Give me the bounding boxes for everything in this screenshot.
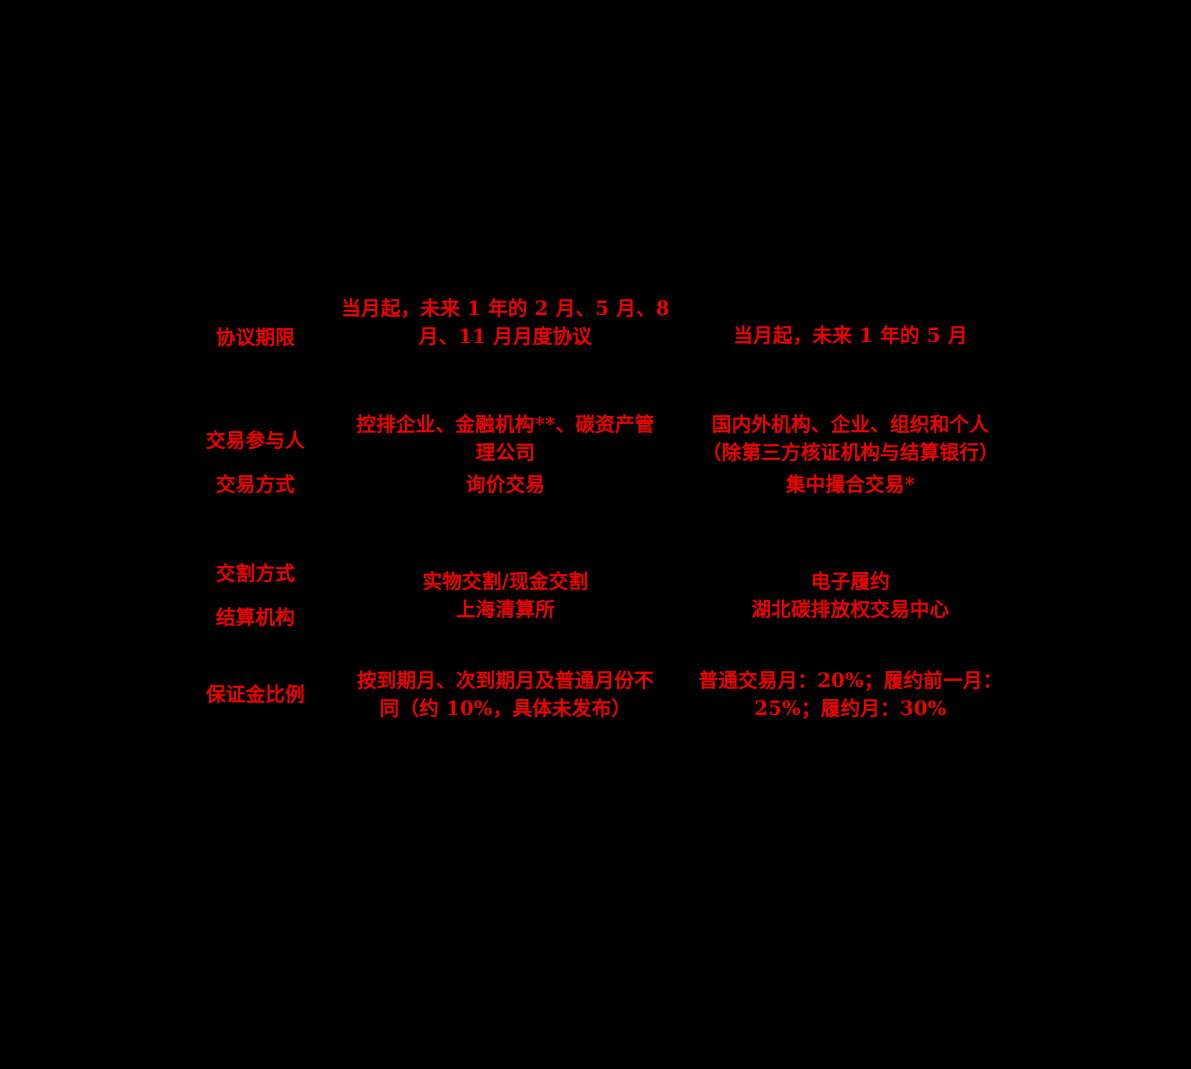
row-right-delivery: 电子履约 湖北碳排放权交易中心 [678, 536, 1023, 656]
cell-line: 当月起，未来 1 年的 5 月 [733, 324, 968, 348]
row-right-agreement-term: 当月起，未来 1 年的 5 月 [678, 277, 1023, 395]
cell-line: （除第三方核证机构与结算银行） [701, 441, 999, 465]
row-label-line: 交割方式 [215, 562, 296, 586]
cell-line: 电子履约 [810, 570, 891, 594]
cell-line: 25%；履约月：30% [754, 697, 947, 720]
cell-line: 上海清算所 [455, 598, 555, 621]
row-right-margin-ratio: 普通交易月：20%；履约前一月： 25%；履约月：30% [678, 656, 1023, 734]
table-row: 协议期限 当月起，未来 1 年的 2 月、5 月、8 月、11 月月度协议 当月… [178, 268, 1023, 386]
row-middle-margin-ratio: 按到期月、次到期月及普通月份不 同（约 10%，具体未发布） [333, 656, 678, 734]
table-row: 交割方式 结算机构 实物交割/现金交割 上海清算所 电子履约 湖北碳排放权交易中… [178, 536, 1023, 656]
cell-line: 当月起，未来 1 年的 2 月、5 月、8 [341, 297, 670, 321]
table-row: 保证金比例 按到期月、次到期月及普通月份不 同（约 10%，具体未发布） 普通交… [178, 656, 1023, 734]
row-label-line: 交易方式 [215, 473, 296, 496]
row-label-participants: 交易参与人 交易方式 [178, 388, 333, 538]
cell-line: 集中撮合交易* [785, 472, 916, 496]
row-label-delivery: 交割方式 结算机构 [178, 536, 333, 656]
cell-line: 理公司 [475, 441, 536, 465]
cell-line: 月、11 月月度协议 [418, 325, 593, 348]
cell-line: 按到期月、次到期月及普通月份不 [356, 669, 654, 693]
row-label-line: 结算机构 [215, 606, 296, 629]
row-label-line: 交易参与人 [205, 429, 305, 453]
table-body: 协议期限 当月起，未来 1 年的 2 月、5 月、8 月、11 月月度协议 当月… [178, 268, 1023, 734]
row-label-margin-ratio: 保证金比例 [178, 656, 333, 734]
table-row: 交易参与人 交易方式 控排企业、金融机构**、碳资产管 理公司 询价交易 国内外… [178, 386, 1023, 536]
cell-line: 实物交割/现金交割 [422, 570, 589, 594]
cell-line: 控排企业、金融机构**、碳资产管 [356, 413, 655, 437]
cell-line: 询价交易 [465, 472, 546, 496]
row-label-line: 协议期限 [215, 326, 296, 350]
cell-line: 普通交易月：20%；履约前一月： [698, 669, 1003, 693]
cell-line: 同（约 10%，具体未发布） [379, 697, 632, 720]
row-middle-delivery: 实物交割/现金交割 上海清算所 [333, 536, 678, 656]
row-middle-participants: 控排企业、金融机构**、碳资产管 理公司 询价交易 [333, 380, 678, 530]
cell-line: 国内外机构、企业、组织和个人 [711, 413, 990, 437]
row-label-line: 保证金比例 [205, 683, 305, 707]
cell-line: 湖北碳排放权交易中心 [751, 598, 950, 621]
row-right-participants: 国内外机构、企业、组织和个人 （除第三方核证机构与结算银行） 集中撮合交易* [678, 380, 1023, 530]
row-middle-agreement-term: 当月起，未来 1 年的 2 月、5 月、8 月、11 月月度协议 [333, 264, 678, 382]
comparison-table: 协议期限 当月起，未来 1 年的 2 月、5 月、8 月、11 月月度协议 当月… [178, 268, 1023, 734]
row-label-agreement-term: 协议期限 [178, 279, 333, 397]
